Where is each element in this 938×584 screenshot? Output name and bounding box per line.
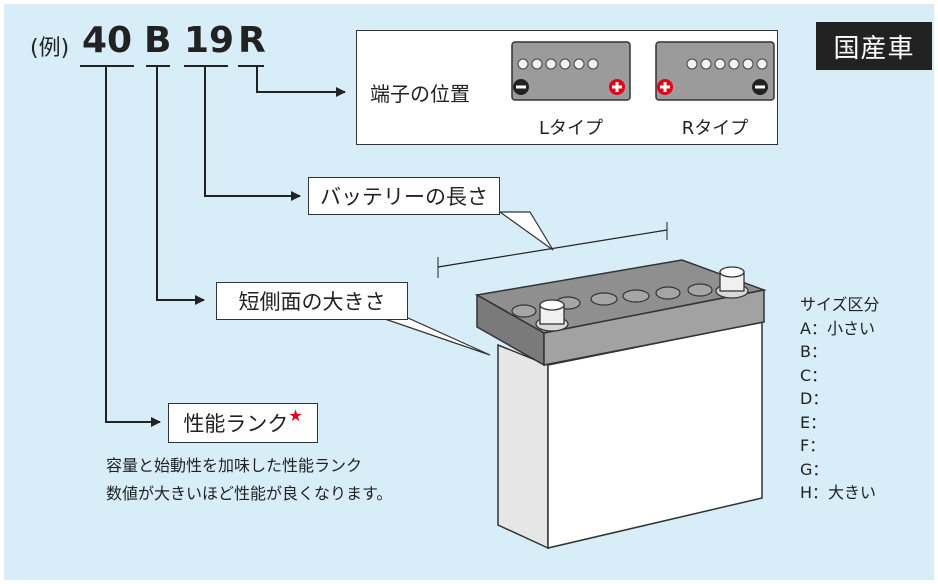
terminal-position-title: 端子の位置	[370, 82, 470, 106]
size-class-item: A：小さい	[800, 318, 875, 338]
description-line: 容量と始動性を加味した性能ランク	[106, 456, 363, 475]
performance-rank-text: 性能ランク	[183, 412, 289, 436]
size-class-item: E：	[800, 412, 827, 432]
description-line: 数値が大きいほど性能が良くなります。	[106, 484, 393, 503]
code-capacity: 40	[82, 20, 133, 61]
code-width: B	[144, 20, 172, 61]
code-prefix: (例)	[30, 36, 70, 61]
performance-rank-label: 性能ランク★	[168, 403, 318, 443]
r-type-label: Rタイプ	[681, 118, 749, 139]
battery-length-label: バッテリーの長さ	[308, 177, 500, 215]
domestic-car-badge: 国産車	[816, 22, 932, 70]
code-terminal: R	[238, 20, 266, 61]
performance-description: 容量と始動性を加味した性能ランク 数値が大きいほど性能が良くなります。	[106, 452, 392, 508]
code-length: 19	[184, 20, 235, 61]
size-class-title: サイズ区分	[800, 295, 880, 314]
size-class-item: C：	[800, 365, 828, 385]
size-class-item: F：	[800, 436, 826, 455]
size-class-list: サイズ区分 A：小さい B： C： D： E： F： G： H：大きい	[800, 293, 880, 505]
size-class-item: G：	[800, 459, 829, 479]
size-class-item: D：	[800, 389, 829, 408]
size-class-item: H：大きい	[800, 483, 877, 502]
l-type-label: Lタイプ	[538, 118, 604, 139]
size-class-item: B：	[800, 342, 827, 361]
star-icon: ★	[288, 405, 303, 425]
short-side-size-label: 短側面の大きさ	[216, 282, 408, 320]
